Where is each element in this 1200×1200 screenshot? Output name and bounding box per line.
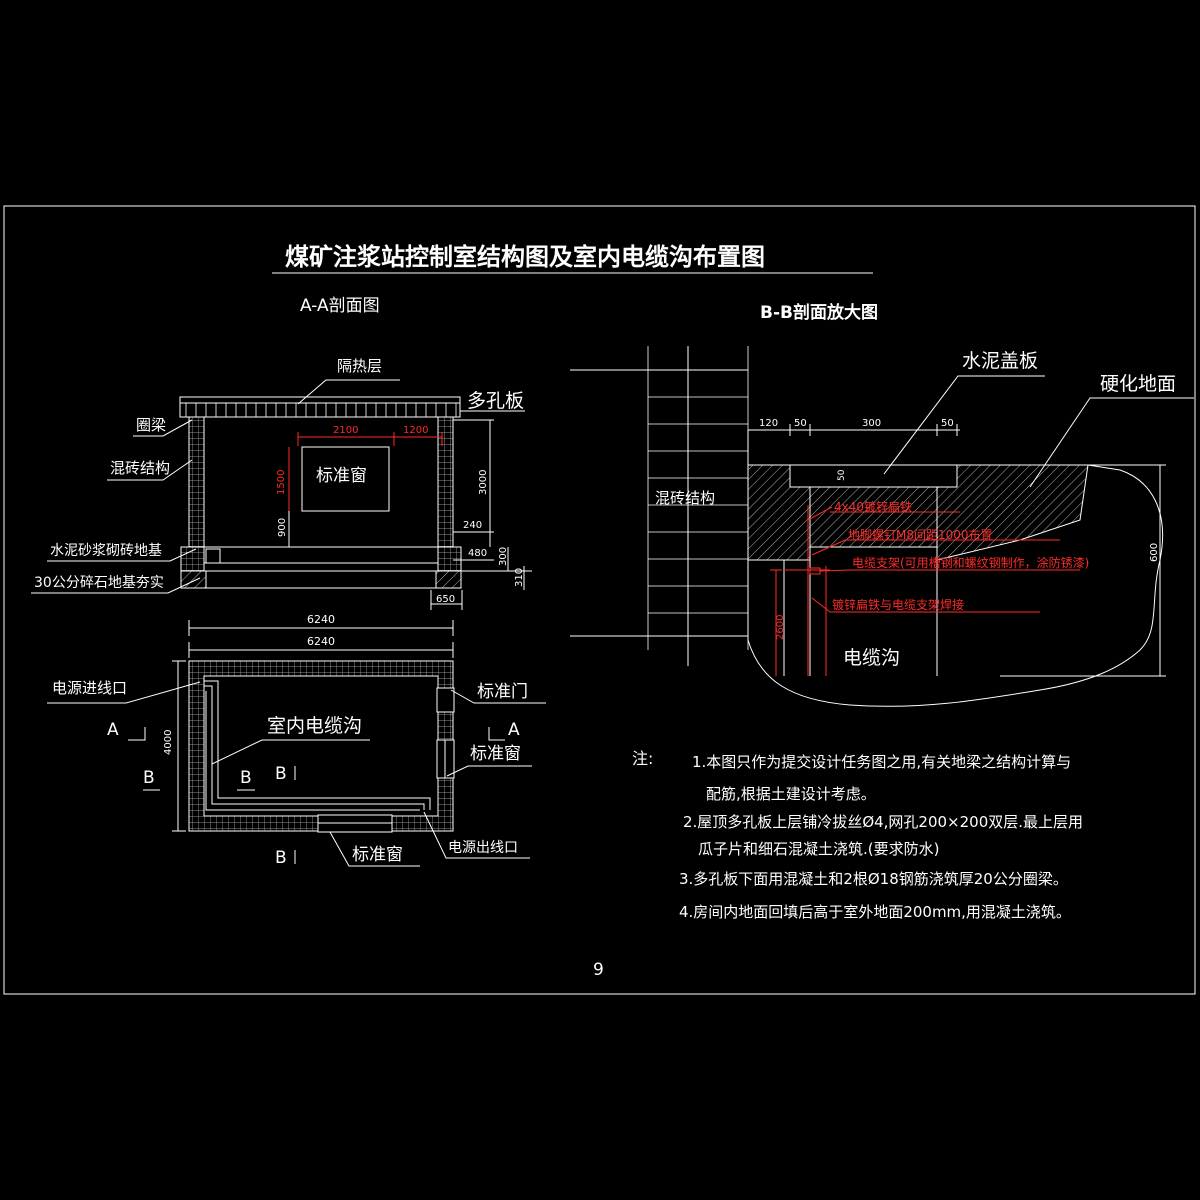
notes: 注: 1.本图只作为提交设计任务图之用,有关地梁之结构计算与 配筋,根据土建设计…	[632, 749, 1083, 921]
marker-a-left: A	[107, 720, 119, 740]
plan-door	[436, 687, 455, 713]
section-bb: B-B剖面放大图 混砖结构 50 120 50 300 50 60	[570, 302, 1194, 707]
floor-plan: 6240 4000 电源进线口 室内电缆沟 标准门 标准窗 电源出线口 标准窗	[47, 635, 546, 868]
label-foundation: 水泥砂浆砌砖地基	[50, 542, 162, 559]
dim-900: 900	[277, 518, 288, 537]
dim-650: 650	[436, 594, 455, 605]
label-hollow-slab: 多孔板	[467, 390, 524, 412]
page-number: 9	[593, 960, 604, 980]
drawing-title: 煤矿注浆站控制室结构图及室内电缆沟布置图	[285, 243, 765, 271]
note-line-6: 4.房间内地面回填后高于室外地面200mm,用混凝土浇筑。	[679, 903, 1071, 921]
label-window-right: 标准窗	[470, 744, 521, 764]
dim-bb-50a: 50	[794, 418, 807, 429]
marker-a-right: A	[508, 720, 520, 740]
note-line-3: 2.屋顶多孔板上层铺冷拔丝Ø4,网孔200×200双层.最上层用	[683, 813, 1083, 831]
dim-2100: 2100	[333, 425, 358, 436]
plan-walls	[188, 660, 454, 832]
notes-label: 注:	[632, 749, 653, 768]
note-line-2: 配筋,根据土建设计考虑。	[706, 785, 876, 803]
right-gravel	[435, 570, 462, 589]
note-flat-iron: 4x40镀锌扁铁	[834, 500, 912, 514]
note-anchor: 地脚螺钉M8间距1000布置	[848, 527, 993, 542]
dim-3000: 3000	[478, 470, 489, 495]
note-line-4: 瓜子片和细石混凝土浇筑.(要求防水)	[698, 840, 939, 858]
marker-b-left: B	[143, 768, 155, 788]
label-bb-cover: 水泥盖板	[962, 350, 1038, 372]
dim-bb-50v: 50	[837, 469, 847, 481]
section-aa: A-A剖面图 标准窗 2100 1200 1500 900	[31, 296, 532, 636]
label-bb-ground: 硬化地面	[1100, 373, 1176, 395]
cable-trench	[204, 680, 431, 810]
bb-soil-outline	[747, 464, 1164, 707]
marker-b-mid: B	[240, 768, 252, 788]
dim-6240-aa: 6240	[307, 613, 335, 626]
label-power-out: 电源出线口	[448, 840, 518, 856]
aa-window-label: 标准窗	[316, 466, 367, 486]
label-cable-trench: 室内电缆沟	[267, 715, 362, 737]
label-bb-brick: 混砖结构	[655, 489, 715, 507]
label-power-in: 电源进线口	[52, 679, 127, 697]
note-line-5: 3.多孔板下面用混凝土和2根Ø18钢筋浇筑厚20公分圈梁。	[679, 870, 1068, 888]
section-bb-heading: B-B剖面放大图	[760, 302, 878, 323]
note-line-1: 1.本图只作为提交设计任务图之用,有关地梁之结构计算与	[692, 753, 1071, 771]
note-weld: 镀锌扁铁与电缆支架焊接	[832, 597, 964, 612]
floor-slab	[203, 546, 439, 564]
dim-240: 240	[463, 520, 482, 531]
dim-bb-50b: 50	[941, 418, 954, 429]
label-insulation: 隔热层	[337, 357, 382, 375]
dim-1500: 1500	[276, 470, 287, 495]
label-window-bottom: 标准窗	[352, 845, 403, 865]
dim-480: 480	[468, 548, 487, 559]
roof-slab-ticks	[185, 403, 457, 417]
label-door: 标准门	[477, 682, 528, 702]
bb-cover-slab	[789, 464, 958, 488]
note-bracket: 电缆支架(可用槽钢和螺纹钢制作，涂防锈漆)	[852, 555, 1089, 570]
right-footing	[437, 546, 462, 572]
label-gravel-base: 30公分碎石地基夯实	[34, 574, 164, 591]
dim-6240-plan: 6240	[307, 635, 335, 648]
dim-bb-300: 300	[862, 418, 881, 429]
left-wall	[188, 416, 205, 548]
dim-1200: 1200	[403, 425, 428, 436]
label-ring-beam: 圈梁	[136, 416, 166, 434]
section-aa-heading: A-A剖面图	[300, 296, 380, 316]
aa-window	[301, 446, 390, 512]
label-bb-trench: 电缆沟	[843, 647, 900, 669]
dim-bb-120: 120	[759, 418, 778, 429]
dim-bb-2600: 2600	[775, 615, 786, 640]
drawing-frame	[3, 205, 1196, 995]
dim-4000: 4000	[163, 730, 174, 755]
dim-300: 300	[498, 547, 509, 566]
roof-slab	[179, 396, 461, 418]
marker-b-bottom: B	[275, 848, 287, 868]
dim-310: 310	[514, 568, 525, 587]
label-brick-structure: 混砖结构	[110, 459, 170, 477]
marker-b-mid2: B	[275, 764, 287, 784]
dim-bb-600: 600	[1149, 543, 1160, 562]
